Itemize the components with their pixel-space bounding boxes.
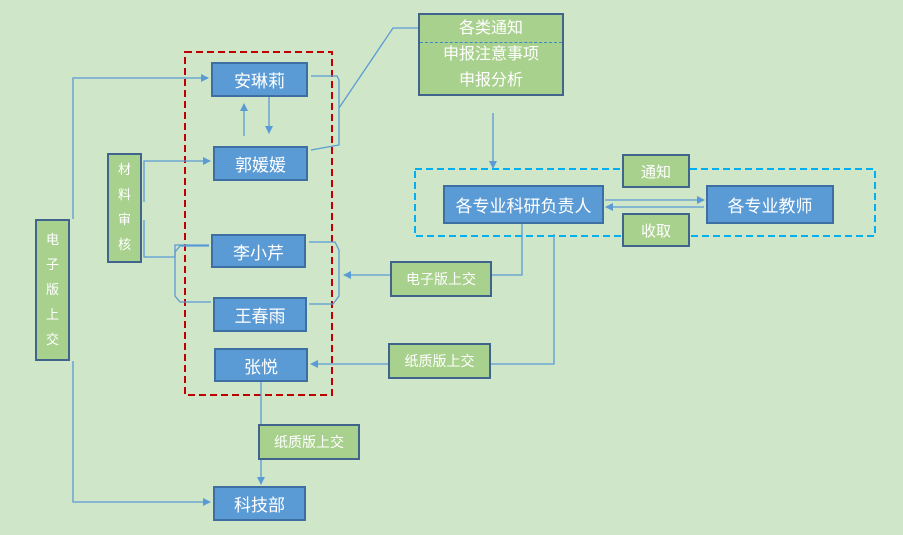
connector-review-to-guoyuanyuan [143, 157, 211, 202]
node-lixiaoqin: 李小芹 [211, 234, 306, 268]
vchar: 电 [45, 232, 59, 248]
label-paper-submit-1: 纸质版上交 [388, 343, 491, 379]
node-kejibu: 科技部 [213, 486, 306, 521]
vchar: 子 [45, 257, 59, 273]
label-paper-submit-2: 纸质版上交 [258, 424, 360, 460]
node-anlinli: 安琳莉 [211, 62, 308, 97]
notice-line-2: 申报注意事项 [442, 44, 539, 63]
bracket-li-wang-left [174, 245, 211, 303]
label-shouqu: 收取 [622, 213, 690, 247]
vchar: 交 [45, 332, 59, 348]
notice-line-3: 申报分析 [458, 70, 523, 89]
connector-an-guo-to-notice [338, 27, 418, 109]
electronic-submit-vertical-box: 电 子 版 上 交 [35, 219, 70, 361]
node-wangchunyu: 王春雨 [213, 297, 307, 332]
connector-fuzeren-electronic [492, 224, 523, 276]
connector-review-to-lixiaoqin [143, 220, 209, 258]
notice-divider [420, 42, 562, 43]
vchar: 核 [117, 238, 131, 253]
vchar: 审 [117, 213, 131, 228]
vchar: 上 [45, 307, 59, 323]
connector-electronic-to-kejibu [72, 361, 211, 506]
node-zhangyue: 张悦 [214, 348, 308, 382]
material-review-box: 材 料 审 核 [107, 153, 142, 263]
label-tongzhi: 通知 [622, 154, 690, 188]
notice-line-1: 各类通知 [458, 18, 523, 37]
notice-box: 各类通知 申报注意事项 申报分析 [418, 13, 564, 96]
bracket-li-wang [309, 241, 340, 305]
node-jiaoshi: 各专业教师 [706, 185, 834, 224]
vchar: 材 [117, 163, 131, 178]
label-electronic-submit: 电子版上交 [390, 261, 492, 297]
staff-group-frame [184, 51, 333, 396]
node-fuzeren: 各专业科研负责人 [443, 185, 604, 224]
connector-electronic-to-anlinli [72, 74, 209, 219]
bracket-an-guo [310, 75, 340, 151]
node-guoyuanyuan: 郭媛媛 [213, 146, 308, 181]
connector-fuzeren-paper [491, 234, 555, 365]
vchar: 料 [117, 188, 131, 203]
vchar: 版 [45, 282, 59, 298]
